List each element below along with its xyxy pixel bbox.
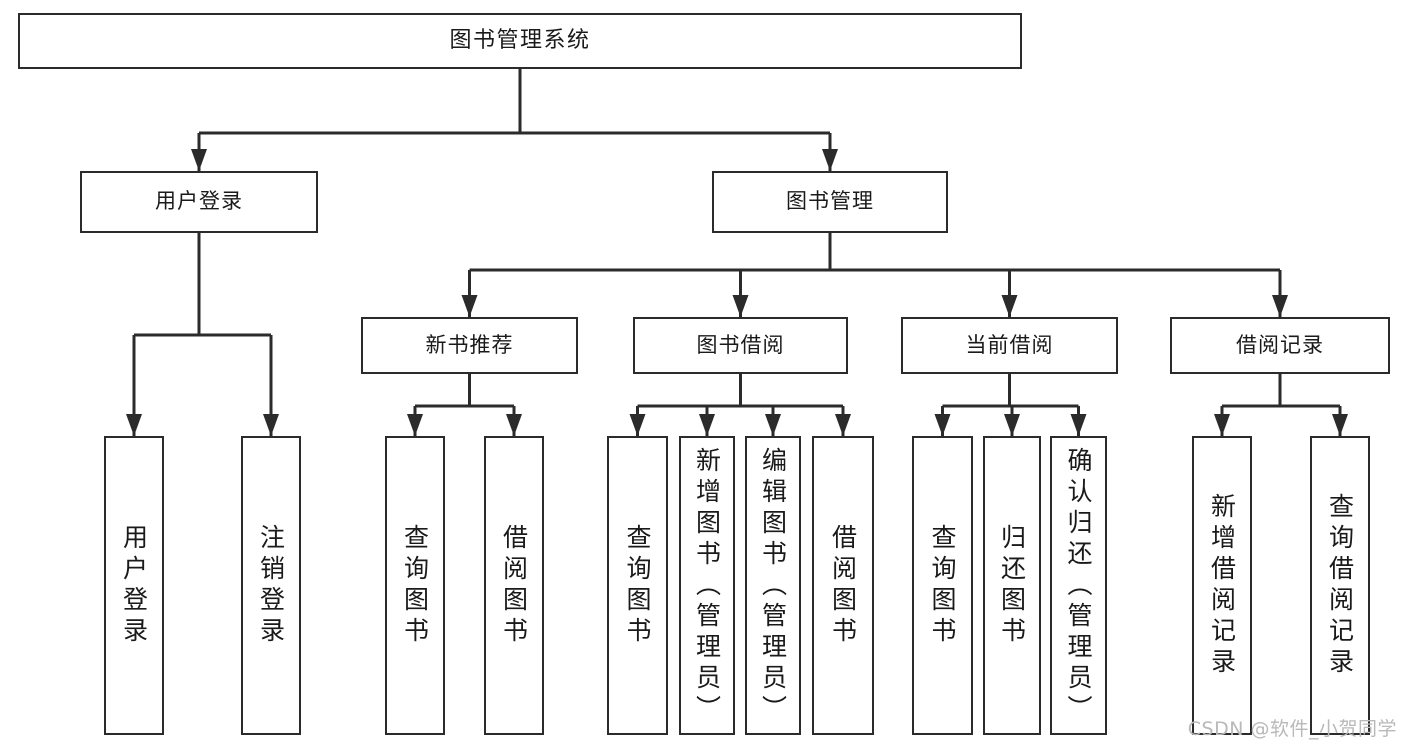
node-leaf-return-book[interactable]: 归还图书 xyxy=(983,436,1041,735)
node-label: 借阅图书 xyxy=(828,523,858,648)
node-label: 用户登录 xyxy=(119,523,149,648)
node-leaf-query-book-current[interactable]: 查询图书 xyxy=(912,436,973,735)
node-leaf-query-book-borrow[interactable]: 查询图书 xyxy=(607,436,668,735)
node-leaf-confirm-return-admin[interactable]: 确认归还（管理员） xyxy=(1050,436,1107,735)
node-leaf-borrow-book[interactable]: 借阅图书 xyxy=(812,436,874,735)
node-label: 查询借阅记录 xyxy=(1325,492,1355,679)
node-borrow-record[interactable]: 借阅记录 xyxy=(1170,317,1390,374)
node-label: 查询图书 xyxy=(623,523,652,648)
node-label: 确认归还（管理员） xyxy=(1064,446,1093,726)
node-leaf-edit-book-admin[interactable]: 编辑图书（管理员） xyxy=(745,436,801,735)
node-label: 注销登录 xyxy=(256,523,286,648)
node-label: 借阅记录 xyxy=(1236,332,1324,357)
node-leaf-borrow-book-recommend[interactable]: 借阅图书 xyxy=(484,436,544,735)
node-book-management[interactable]: 图书管理 xyxy=(712,171,948,233)
node-label: 新书推荐 xyxy=(425,332,514,357)
node-leaf-query-borrow-record[interactable]: 查询借阅记录 xyxy=(1310,436,1370,735)
node-label: 图书管理系统 xyxy=(449,27,591,53)
node-label: 查询图书 xyxy=(400,523,430,648)
node-label: 查询图书 xyxy=(928,523,957,648)
node-label: 新增借阅记录 xyxy=(1207,492,1237,679)
node-leaf-user-login[interactable]: 用户登录 xyxy=(104,436,164,735)
node-current-borrow[interactable]: 当前借阅 xyxy=(901,317,1118,374)
node-leaf-add-book-admin[interactable]: 新增图书（管理员） xyxy=(679,436,735,735)
node-label: 借阅图书 xyxy=(499,523,529,648)
node-label: 编辑图书（管理员） xyxy=(758,446,788,726)
node-leaf-add-borrow-record[interactable]: 新增借阅记录 xyxy=(1192,436,1252,735)
watermark: CSDN @软件_小贺同学 xyxy=(1187,718,1397,740)
node-label: 图书借阅 xyxy=(696,332,785,357)
node-label: 图书管理 xyxy=(786,189,874,214)
node-label: 用户登录 xyxy=(155,189,243,214)
node-leaf-logout[interactable]: 注销登录 xyxy=(241,436,301,735)
node-user-login[interactable]: 用户登录 xyxy=(80,171,318,233)
node-book-borrow[interactable]: 图书借阅 xyxy=(633,317,848,374)
node-root-book-management-system[interactable]: 图书管理系统 xyxy=(18,13,1022,69)
node-label: 归还图书 xyxy=(997,523,1027,648)
node-label: 当前借阅 xyxy=(965,332,1054,357)
node-label: 新增图书（管理员） xyxy=(692,446,722,726)
node-new-book-recommend[interactable]: 新书推荐 xyxy=(361,317,578,374)
node-leaf-query-book-recommend[interactable]: 查询图书 xyxy=(385,436,445,735)
